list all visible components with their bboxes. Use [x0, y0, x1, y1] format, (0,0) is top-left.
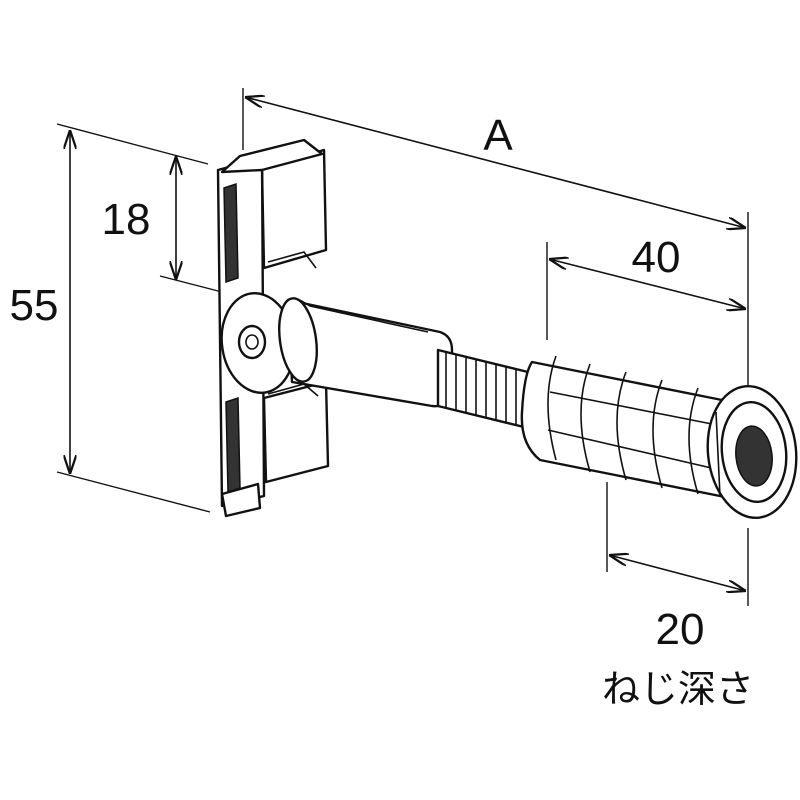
- slot-height-label: 18: [102, 195, 151, 244]
- overall-length-label: A: [483, 111, 513, 160]
- dimension-slot-height: 18: [102, 156, 223, 293]
- dimension-overall-length: A: [242, 88, 749, 395]
- bolt-shaft: [278, 297, 454, 408]
- dimension-sleeve-length: 40: [546, 233, 746, 340]
- flange-nut: [706, 385, 798, 519]
- threaded-section: [436, 348, 530, 430]
- sleeve-length-label: 40: [632, 233, 681, 282]
- expansion-sleeve: [520, 355, 732, 500]
- thread-depth-label: 20: [656, 605, 705, 654]
- dimension-thread-depth: 20 ねじ深さ: [602, 482, 754, 711]
- mounting-bracket: [216, 138, 330, 518]
- total-height-label: 55: [10, 281, 59, 330]
- dimension-total-height: 55: [10, 123, 211, 513]
- thread-depth-caption: ねじ深さ: [602, 667, 754, 711]
